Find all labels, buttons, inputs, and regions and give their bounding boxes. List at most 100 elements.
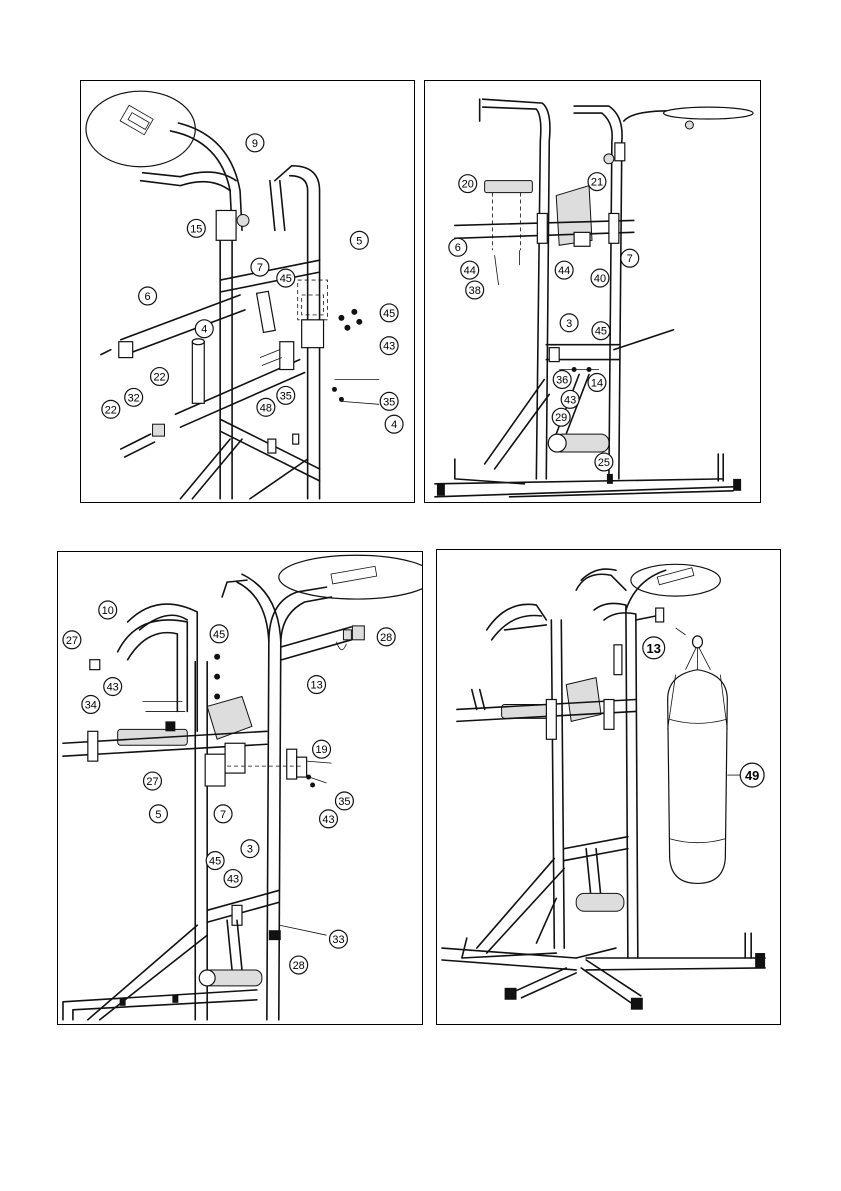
callout-43-bottom: 43 [224,870,242,888]
assembly-step-3-panel: 10 45 28 27 43 13 34 19 27 35 5 7 43 3 4… [57,551,423,1025]
svg-text:10: 10 [102,605,114,617]
svg-text:9: 9 [252,138,258,150]
svg-text:5: 5 [356,235,362,247]
callout-32: 32 [125,388,143,406]
svg-text:6: 6 [455,242,461,254]
callout-13: 13 [643,637,665,659]
callout-43-mid: 43 [320,810,338,828]
callout-40: 40 [591,269,609,287]
callout-22-bottom: 22 [102,400,120,418]
callout-7: 7 [621,249,639,267]
callout-35-right: 35 [380,392,398,410]
svg-text:29: 29 [555,412,567,424]
svg-text:22: 22 [105,404,117,416]
callout-9: 9 [246,134,264,152]
assembly-step-2-drawing: 20 21 6 44 40 7 44 38 3 45 36 43 14 29 2… [425,81,760,502]
svg-text:43: 43 [383,341,395,353]
svg-text:3: 3 [247,844,253,856]
callout-43: 43 [561,390,579,408]
callout-10: 10 [99,601,117,619]
callout-22-top: 22 [151,368,169,386]
callout-27-top: 27 [63,631,81,649]
svg-text:13: 13 [647,641,661,656]
callout-19: 19 [313,740,331,758]
svg-text:25: 25 [598,457,610,469]
callout-45-right: 45 [380,304,398,322]
svg-text:36: 36 [556,374,568,386]
svg-text:22: 22 [153,371,165,383]
svg-text:48: 48 [260,402,272,414]
svg-text:40: 40 [594,273,606,285]
svg-text:32: 32 [128,392,140,404]
callout-13: 13 [308,676,326,694]
callout-5: 5 [350,231,368,249]
svg-text:7: 7 [220,809,226,821]
callout-36: 36 [553,371,571,389]
callout-5: 5 [149,805,167,823]
svg-text:28: 28 [293,960,305,972]
callout-7: 7 [214,805,232,823]
callout-48: 48 [257,398,275,416]
svg-text:7: 7 [257,262,263,274]
callout-20: 20 [459,175,477,193]
svg-text:43: 43 [564,394,576,406]
svg-text:45: 45 [383,308,395,320]
callout-49: 49 [740,763,764,787]
callout-44-right: 44 [555,261,573,279]
svg-text:4: 4 [201,324,207,336]
svg-text:45: 45 [280,273,292,285]
svg-text:43: 43 [227,873,239,885]
callout-28-top: 28 [377,628,395,646]
svg-text:43: 43 [322,814,334,826]
svg-text:7: 7 [627,253,633,265]
svg-text:15: 15 [190,223,202,235]
callout-45-top: 45 [210,625,228,643]
svg-text:34: 34 [85,699,97,711]
assembly-step-1-panel: 9 15 5 7 45 6 45 4 43 22 35 48 35 22 32 … [80,80,415,503]
svg-text:5: 5 [155,809,161,821]
svg-text:28: 28 [380,632,392,644]
assembly-step-4-panel: 13 49 [436,549,781,1025]
svg-text:44: 44 [558,265,570,277]
svg-text:14: 14 [591,377,603,389]
callout-45: 45 [592,322,610,340]
callout-45-bottom: 45 [206,852,224,870]
callout-43-top: 43 [104,678,122,696]
svg-text:6: 6 [145,291,151,303]
svg-text:38: 38 [469,285,481,297]
callout-45-top: 45 [277,269,295,287]
callout-35: 35 [335,792,353,810]
callout-29: 29 [552,408,570,426]
svg-text:20: 20 [462,179,474,191]
callout-25: 25 [595,453,613,471]
callout-6: 6 [449,238,467,256]
callout-6: 6 [139,287,157,305]
svg-text:49: 49 [745,768,759,783]
svg-text:13: 13 [311,680,323,692]
callout-43: 43 [380,337,398,355]
svg-text:4: 4 [391,419,397,431]
svg-text:19: 19 [315,744,327,756]
callout-4-bottom: 4 [385,415,403,433]
callout-14: 14 [588,374,606,392]
callout-3: 3 [241,840,259,858]
assembly-step-4-drawing: 13 49 [437,550,780,1024]
svg-text:35: 35 [383,396,395,408]
callout-7: 7 [251,258,269,276]
callout-34: 34 [82,696,100,714]
assembly-step-2-panel: 20 21 6 44 40 7 44 38 3 45 36 43 14 29 2… [424,80,761,503]
svg-text:35: 35 [338,796,350,808]
svg-text:44: 44 [464,265,476,277]
callout-38: 38 [466,281,484,299]
callout-35-left: 35 [277,386,295,404]
svg-text:3: 3 [566,318,572,330]
svg-text:35: 35 [280,390,292,402]
svg-text:27: 27 [66,635,78,647]
assembly-step-3-drawing: 10 45 28 27 43 13 34 19 27 35 5 7 43 3 4… [58,552,422,1024]
svg-text:45: 45 [209,856,221,868]
callout-33: 33 [330,930,348,948]
callout-27-bottom: 27 [144,772,162,790]
svg-text:43: 43 [107,682,119,694]
svg-text:21: 21 [591,177,603,189]
callout-4-top: 4 [195,320,213,338]
